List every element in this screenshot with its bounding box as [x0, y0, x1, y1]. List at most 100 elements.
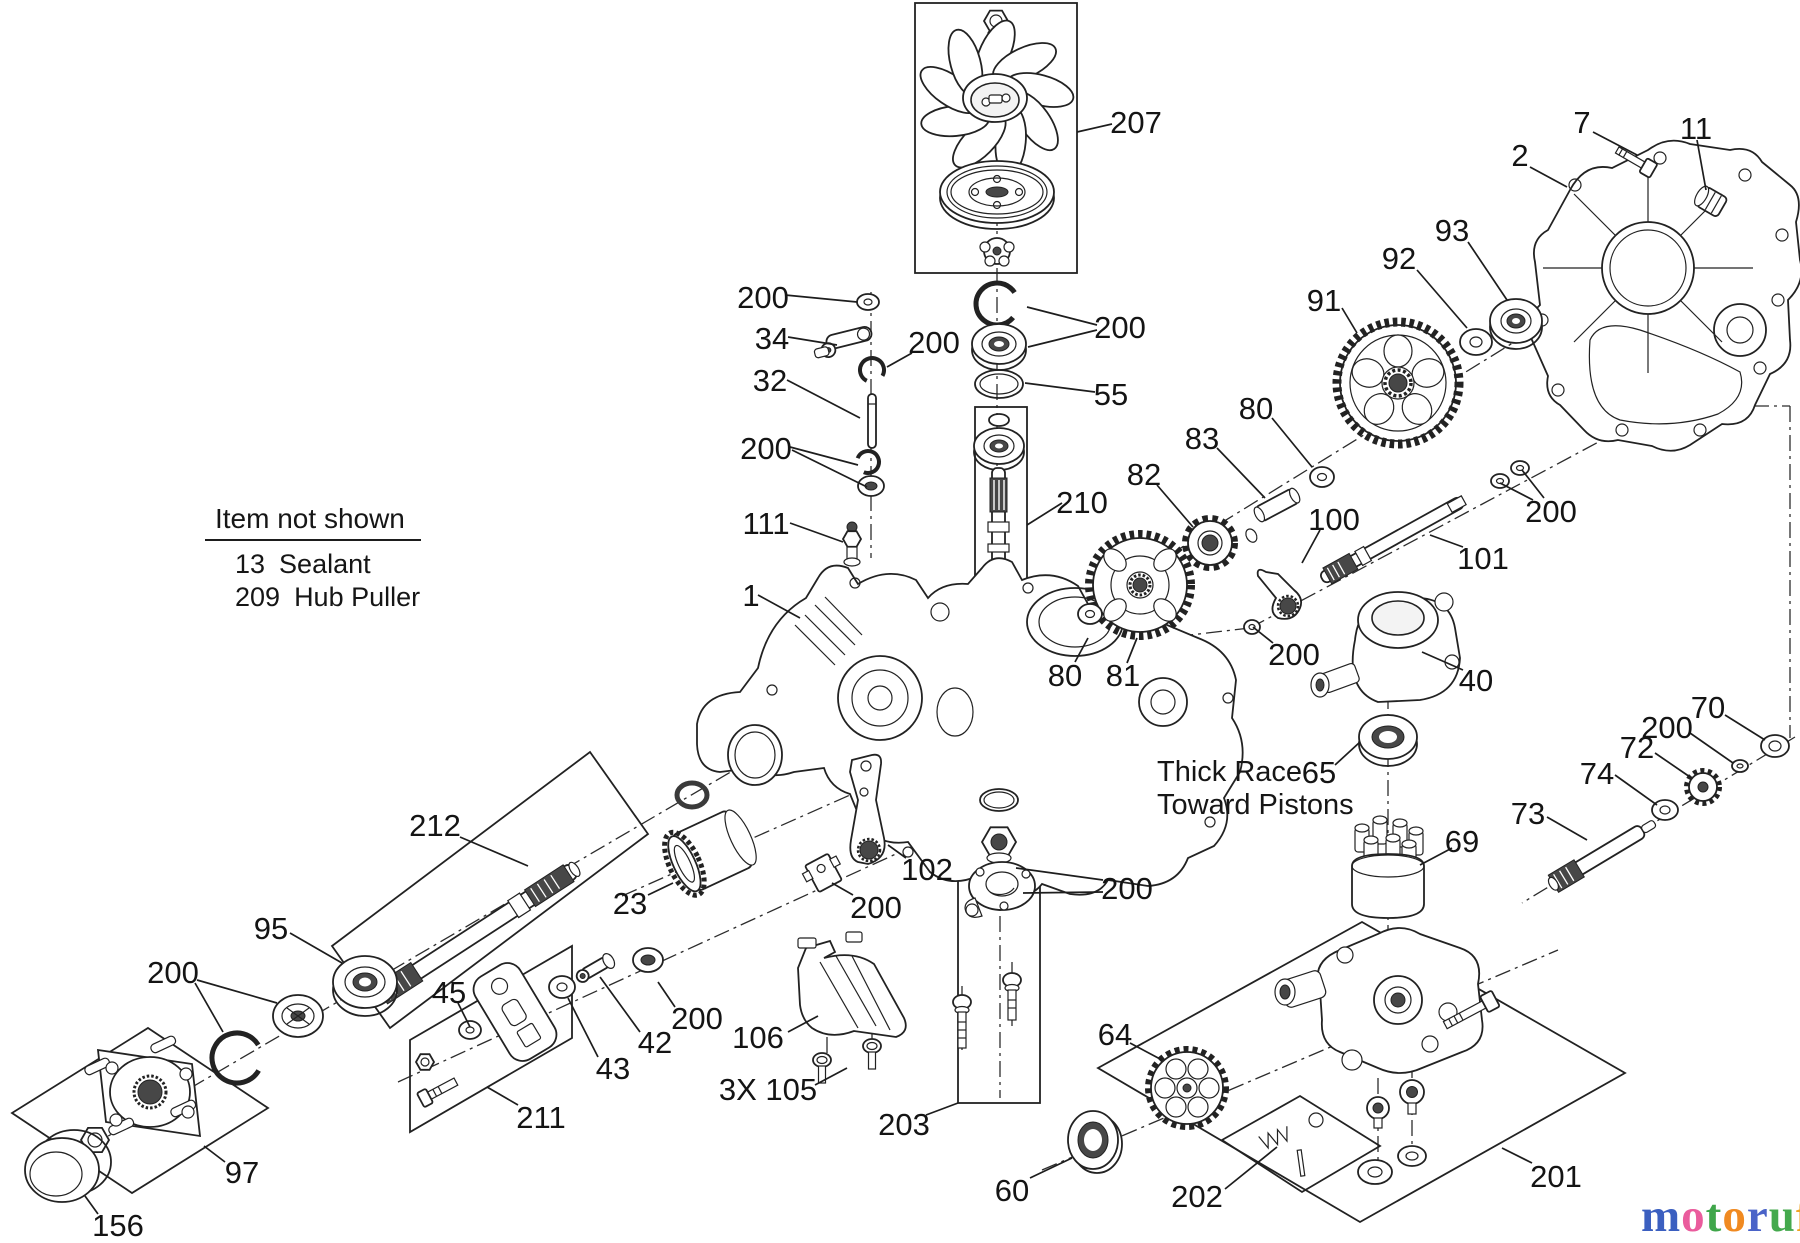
part-spur-gear [1085, 530, 1195, 640]
callout-207: 207 [1110, 105, 1162, 140]
leader-line [1029, 1157, 1073, 1179]
callout-102: 102 [901, 852, 953, 887]
leader-line [84, 1195, 99, 1215]
callout-200: 200 [1268, 637, 1320, 672]
group-box [1096, 920, 1627, 1224]
leader-line [1027, 329, 1098, 348]
part-pump-housing [1274, 927, 1484, 1074]
part-motor-shaft [1547, 820, 1657, 894]
leader-line [789, 446, 859, 466]
callout-3x-105: 3X 105 [719, 1072, 817, 1107]
assembly-note: Thick Race Toward Pistons [1157, 756, 1354, 822]
leader-line [1024, 382, 1096, 393]
note-heading: Item not shown [205, 503, 421, 541]
callout-200: 200 [1101, 871, 1153, 906]
leader-line [1334, 741, 1361, 766]
callout-83: 83 [1185, 421, 1219, 456]
leader-line [1654, 752, 1691, 778]
part-bolt [416, 1077, 459, 1108]
callout-111: 111 [742, 506, 789, 541]
callout-80: 80 [1048, 658, 1082, 693]
leader-line [567, 997, 599, 1058]
part-input-shaft-bearing [973, 427, 1025, 471]
leader-line [1467, 241, 1508, 301]
watermark-letter: m [1641, 1190, 1682, 1242]
callout-2: 2 [1511, 138, 1528, 173]
part-brake-nut [980, 826, 1018, 864]
leader-line [1696, 139, 1707, 191]
leader-line [1252, 626, 1274, 644]
leader-line [1074, 637, 1089, 663]
part-washer [1760, 734, 1790, 758]
watermark-letter: u [1768, 1190, 1796, 1242]
part-main-housing [696, 557, 1244, 897]
note-item-name: Hub Puller [294, 582, 421, 612]
part-brake-retainer [964, 861, 1036, 918]
callout-92: 92 [1382, 241, 1416, 276]
leader-line [1419, 847, 1453, 866]
callout-211: 211 [516, 1100, 565, 1135]
leader-line [1421, 651, 1464, 671]
leader-line [459, 836, 529, 867]
leader-line [647, 882, 674, 896]
callout-1: 1 [742, 578, 759, 613]
callout-200: 200 [1641, 710, 1693, 745]
leader-line [486, 1086, 519, 1106]
part-o-ring [979, 788, 1019, 812]
watermark-letter: f [1796, 1190, 1800, 1242]
callout-82: 82 [1127, 457, 1161, 492]
note-item: 209 Hub Puller [235, 582, 421, 613]
leader-line [887, 844, 907, 859]
callout-23: 23 [613, 886, 647, 921]
part-thrust-bearing [1358, 714, 1418, 767]
callout-42: 42 [638, 1025, 672, 1060]
callout-210: 210 [1056, 485, 1108, 520]
leader-line [1216, 447, 1266, 499]
part-wheel-hub [84, 1035, 202, 1138]
center-line [1249, 405, 1667, 629]
part-bearing [1489, 298, 1543, 350]
part-nut [414, 1053, 436, 1071]
part-washer [1731, 759, 1749, 773]
leader-line [1129, 1042, 1163, 1061]
leader-line [1301, 529, 1321, 564]
callout-80: 80 [1239, 391, 1273, 426]
callout-43: 43 [596, 1051, 630, 1086]
callout-201: 201 [1530, 1159, 1582, 1194]
callout-70: 70 [1691, 690, 1725, 725]
part-bolt [952, 972, 1022, 1049]
part-axle-bearing [332, 955, 398, 1017]
part-seal-bearing [1067, 1110, 1123, 1174]
group-box [914, 2, 1078, 274]
part-screw [812, 1038, 882, 1084]
leader-line [657, 981, 676, 1008]
note-item-ref: 13 [235, 549, 266, 579]
callout-100: 100 [1308, 502, 1360, 537]
callout-7: 7 [1573, 105, 1590, 140]
callout-69: 69 [1445, 824, 1479, 859]
part-bypass-cam [1256, 568, 1303, 620]
callout-40: 40 [1459, 663, 1493, 698]
assembly-note-line1: Thick Race [1157, 756, 1303, 788]
part-fan-spider [979, 237, 1015, 267]
part-pinion-gear [1182, 515, 1238, 571]
callout-65: 65 [1302, 755, 1336, 790]
leader-line [789, 522, 844, 543]
callout-101: 101 [1457, 541, 1509, 576]
leader-lines-layer [84, 123, 1766, 1215]
callout-202: 202 [1171, 1179, 1223, 1214]
leader-line [787, 1015, 819, 1033]
part-bearing [857, 475, 885, 497]
part-pump-bolt [1442, 990, 1501, 1030]
part-bearing [988, 413, 1010, 427]
item-not-shown-note: Item not shown 13 Sealant 209 Hub Puller [205, 503, 421, 613]
leader-line [791, 449, 868, 488]
part-control-shaft [1320, 495, 1467, 585]
part-snap-ring [855, 449, 881, 475]
leader-line [757, 594, 801, 619]
part-washer [1243, 619, 1261, 635]
watermark-letter: o [1722, 1190, 1747, 1242]
callout-73: 73 [1511, 796, 1545, 831]
